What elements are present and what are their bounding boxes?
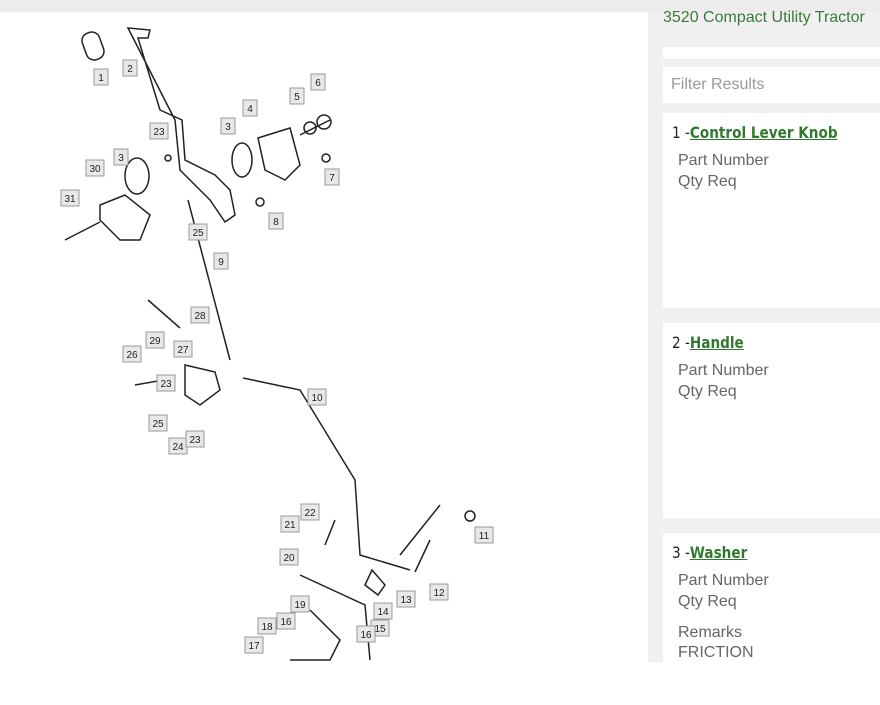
callout-label: 16	[280, 617, 292, 628]
callout-26[interactable]: 26	[122, 345, 142, 363]
top-bar	[0, 0, 880, 12]
callout-1[interactable]: 1	[93, 68, 109, 86]
part-number-index: 2	[672, 333, 681, 352]
qty-req-label: Qty Req	[678, 383, 737, 400]
callout-18[interactable]: 18	[257, 617, 277, 635]
part-link-washer[interactable]: Washer	[689, 543, 748, 562]
callout-label: 20	[283, 553, 295, 564]
model-title: 3520 Compact Utility Tractor	[663, 9, 865, 26]
qty-req-label: Qty Req	[678, 173, 737, 190]
callout-3[interactable]: 3	[220, 117, 236, 135]
callout-label: 28	[194, 311, 206, 322]
callout-label: 3	[118, 153, 124, 164]
filter-results-input[interactable]	[663, 67, 880, 103]
remarks-label: Remarks	[678, 624, 743, 641]
callout-27[interactable]: 27	[173, 340, 193, 358]
remarks-value: FRICTION	[678, 644, 754, 661]
part-card: 1 -Control Lever Knob Part Number Qty Re…	[663, 113, 880, 308]
part-drawings	[64, 27, 476, 661]
callout-24[interactable]: 24	[168, 437, 188, 455]
part-number-label: Part Number	[678, 152, 769, 169]
callout-6[interactable]: 6	[310, 73, 326, 91]
callout-label: 6	[315, 78, 321, 89]
callout-12[interactable]: 12	[429, 583, 449, 601]
part-number-label: Part Number	[678, 572, 769, 589]
part-number-label: Part Number	[678, 362, 769, 379]
callout-label: 5	[294, 92, 300, 103]
callout-label: 21	[284, 520, 296, 531]
part-link-handle[interactable]: Handle	[689, 333, 744, 352]
callout-label: 12	[433, 588, 445, 599]
callout-label: 10	[311, 393, 323, 404]
callout-label: 23	[160, 379, 172, 390]
callout-23[interactable]: 23	[149, 122, 169, 140]
callout-28[interactable]: 28	[190, 306, 210, 324]
callout-8[interactable]: 8	[268, 212, 284, 230]
callout-label: 22	[304, 508, 316, 519]
callout-14[interactable]: 14	[373, 602, 393, 620]
callout-4[interactable]: 4	[242, 99, 258, 117]
callout-label: 27	[177, 345, 189, 356]
part-number-index: 1	[672, 123, 681, 142]
callout-2[interactable]: 2	[122, 59, 138, 77]
callout-10[interactable]: 10	[307, 388, 327, 406]
callout-31[interactable]: 31	[60, 189, 80, 207]
callout-label: 23	[153, 127, 165, 138]
callout-label: 13	[400, 595, 412, 606]
callout-29[interactable]: 29	[145, 331, 165, 349]
callout-13[interactable]: 13	[396, 590, 416, 608]
callout-label: 23	[189, 435, 201, 446]
callout-label: 3	[225, 122, 231, 133]
callout-5[interactable]: 5	[289, 87, 305, 105]
callout-label: 25	[192, 228, 204, 239]
callout-label: 29	[149, 336, 161, 347]
callout-25[interactable]: 25	[188, 223, 208, 241]
part-card: 3 -Washer Part Number Qty Req Remarks FR…	[663, 533, 880, 662]
callout-label: 8	[273, 217, 279, 228]
callout-label: 26	[126, 350, 138, 361]
callout-22[interactable]: 22	[300, 503, 320, 521]
callout-23[interactable]: 23	[185, 430, 205, 448]
callout-label: 25	[152, 419, 164, 430]
callout-label: 19	[294, 600, 306, 611]
parts-panel: 3520 Compact Utility Tractor 1 -Control …	[648, 9, 880, 662]
callout-21[interactable]: 21	[280, 515, 300, 533]
callout-label: 24	[172, 442, 184, 453]
callout-label: 11	[479, 531, 490, 542]
callout-23[interactable]: 23	[156, 374, 176, 392]
callout-label: 30	[89, 164, 101, 175]
callout-label: 18	[261, 622, 273, 633]
callout-label: 2	[127, 64, 133, 75]
callout-9[interactable]: 9	[213, 252, 229, 270]
callout-label: 9	[218, 257, 224, 268]
callout-label: 15	[374, 624, 386, 635]
callout-25[interactable]: 25	[148, 414, 168, 432]
qty-req-label: Qty Req	[678, 593, 737, 610]
callout-label: 16	[360, 630, 372, 641]
callout-label: 31	[64, 194, 76, 205]
callout-label: 7	[329, 173, 335, 184]
callout-label: 17	[248, 641, 260, 652]
part-number-index: 3	[672, 543, 681, 562]
callout-17[interactable]: 17	[244, 636, 264, 654]
spacer-bar	[663, 47, 880, 59]
callout-label: 4	[247, 104, 253, 115]
callout-16[interactable]: 16	[276, 612, 296, 630]
callout-11[interactable]: 11	[474, 526, 494, 544]
callout-20[interactable]: 20	[279, 548, 299, 566]
callout-label: 14	[377, 607, 389, 618]
callout-7[interactable]: 7	[324, 168, 340, 186]
callout-16[interactable]: 16	[356, 625, 376, 643]
callout-3[interactable]: 3	[113, 148, 129, 166]
callout-30[interactable]: 30	[85, 159, 105, 177]
part-link-control-lever-knob[interactable]: Control Lever Knob	[689, 123, 838, 142]
callout-19[interactable]: 19	[290, 595, 310, 613]
part-card: 2 -Handle Part Number Qty Req	[663, 323, 880, 518]
callout-label: 1	[98, 73, 104, 84]
